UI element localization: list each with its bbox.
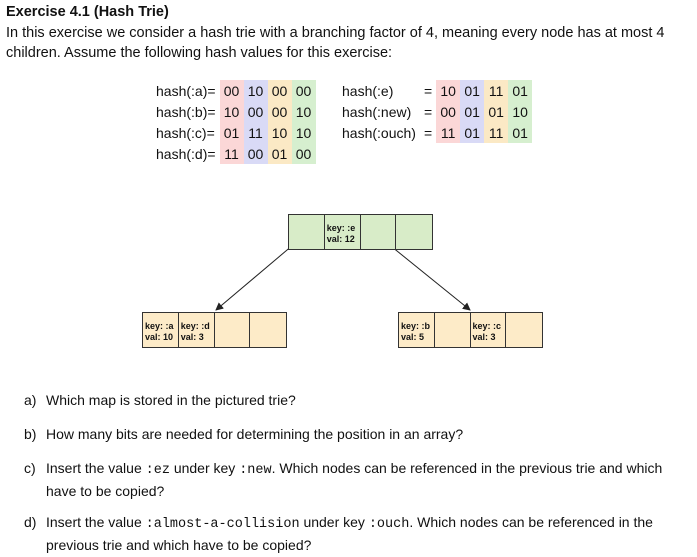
- hash-bits: 01: [267, 143, 292, 164]
- exercise-intro: In this exercise we consider a hash trie…: [6, 25, 665, 61]
- question-text-part: under key: [299, 514, 369, 530]
- slot-key: key: :d: [180, 321, 210, 331]
- inline-code: :new: [239, 463, 272, 478]
- slot-val: val: 3: [180, 332, 204, 342]
- hash-bits: 10: [436, 80, 461, 101]
- hash-bits: 10: [508, 101, 533, 122]
- question-label: b): [24, 426, 37, 442]
- hash-row: hash(:ouch) = 11 01 11 01: [342, 122, 533, 143]
- node-slot: [289, 215, 325, 249]
- slot-val: val: 5: [401, 332, 425, 342]
- slot-key: key: :a: [145, 321, 174, 331]
- hash-bits: 10: [267, 122, 292, 143]
- node-slot: [506, 313, 542, 347]
- hash-bits: 00: [267, 101, 292, 122]
- hash-table-left: hash(:a)= 00 10 00 00 hash(:b)= 10 00 00…: [156, 80, 316, 164]
- hash-bits: 10: [219, 101, 244, 122]
- hash-bits: 11: [484, 80, 509, 101]
- question-c: c) Insert the value :ez under key :new. W…: [24, 458, 686, 502]
- question-text: How many bits are needed for determining…: [46, 426, 464, 442]
- hash-label: hash(:b)=: [156, 103, 216, 120]
- hash-row: hash(:c)= 01 11 10 10: [156, 122, 316, 143]
- hash-bits: 00: [436, 101, 461, 122]
- hash-row: hash(:new) = 00 01 01 10: [342, 101, 533, 122]
- hash-bits: 01: [508, 80, 533, 101]
- hash-label: hash(:a)=: [156, 82, 216, 99]
- question-text-part: . Which nodes can be referenced in the p…: [46, 514, 653, 553]
- question-text: Insert the value :ez under key :new. Whi…: [46, 458, 686, 502]
- hash-row: hash(:e) = 10 01 11 01: [342, 80, 533, 101]
- hash-bits: 10: [291, 101, 316, 122]
- hash-bits: 01: [460, 80, 485, 101]
- hash-bits: 01: [460, 122, 485, 143]
- hash-bits: 01: [508, 122, 533, 143]
- question-text: Which map is stored in the pictured trie…: [46, 392, 296, 408]
- hash-bits: 01: [484, 101, 509, 122]
- slot-key: key: :e: [326, 223, 356, 233]
- node-slot: [396, 215, 432, 249]
- slot-val: val: 12: [326, 234, 355, 244]
- inline-code: :ez: [145, 463, 170, 478]
- hash-bits: 00: [267, 80, 292, 101]
- question-label: c): [24, 460, 36, 476]
- question-text: Insert the value :almost-a-collision und…: [46, 512, 686, 556]
- question-label: d): [24, 514, 37, 530]
- question-text-part: Insert the value: [46, 514, 146, 530]
- hash-label: hash(:d)=: [156, 145, 216, 162]
- question-text-part: Insert the value: [46, 460, 146, 476]
- hash-row: hash(:b)= 10 00 00 10: [156, 101, 316, 122]
- slot-key: key: :c: [472, 321, 502, 331]
- inline-code: :ouch: [368, 517, 410, 532]
- inline-code: :almost-a-collision: [145, 517, 300, 532]
- hash-bits: 00: [243, 143, 268, 164]
- node-slot: [361, 215, 397, 249]
- question-d: d) Insert the value :almost-a-collision u…: [24, 512, 686, 556]
- hash-bits: 00: [219, 80, 244, 101]
- hash-equals: =: [423, 103, 433, 120]
- hash-bits: 01: [460, 101, 485, 122]
- hash-label: hash(:e): [342, 82, 394, 99]
- slot-val: val: 3: [472, 332, 496, 342]
- question-a: a) Which map is stored in the pictured tr…: [24, 390, 686, 411]
- hash-equals: =: [423, 82, 433, 99]
- question-text-part: . Which nodes can be referenced in the p…: [46, 460, 663, 499]
- hash-equals: =: [423, 124, 433, 141]
- slot-val: val: 10: [145, 332, 174, 342]
- question-b: b) How many bits are needed for determini…: [24, 424, 686, 445]
- hash-bits: 01: [219, 122, 244, 143]
- node-slot: [215, 313, 251, 347]
- exercise-title: Exercise 4.1 (Hash Trie): [6, 4, 169, 20]
- hash-bits: 10: [243, 80, 268, 101]
- question-text-part: under key: [169, 460, 240, 476]
- hash-table-right: hash(:e) = 10 01 11 01 hash(:new) = 00 0…: [342, 80, 533, 143]
- slot-key: key: :b: [401, 321, 431, 331]
- hash-label: hash(:ouch): [342, 124, 416, 141]
- hash-row: hash(:a)= 00 10 00 00: [156, 80, 316, 101]
- hash-bits: 00: [291, 80, 316, 101]
- hash-bits: 11: [484, 122, 509, 143]
- hash-label: hash(:c)=: [156, 124, 215, 141]
- hash-bits: 11: [436, 122, 461, 143]
- hash-bits: 00: [291, 143, 316, 164]
- hash-bits: 00: [243, 101, 268, 122]
- hash-label: hash(:new): [342, 103, 412, 120]
- question-label: a): [24, 392, 37, 408]
- hash-row: hash(:d)= 11 00 01 00: [156, 143, 316, 164]
- node-slot: [435, 313, 471, 347]
- node-slot: [250, 313, 286, 347]
- hash-bits: 10: [291, 122, 316, 143]
- hash-bits: 11: [219, 143, 244, 164]
- hash-bits: 11: [243, 122, 268, 143]
